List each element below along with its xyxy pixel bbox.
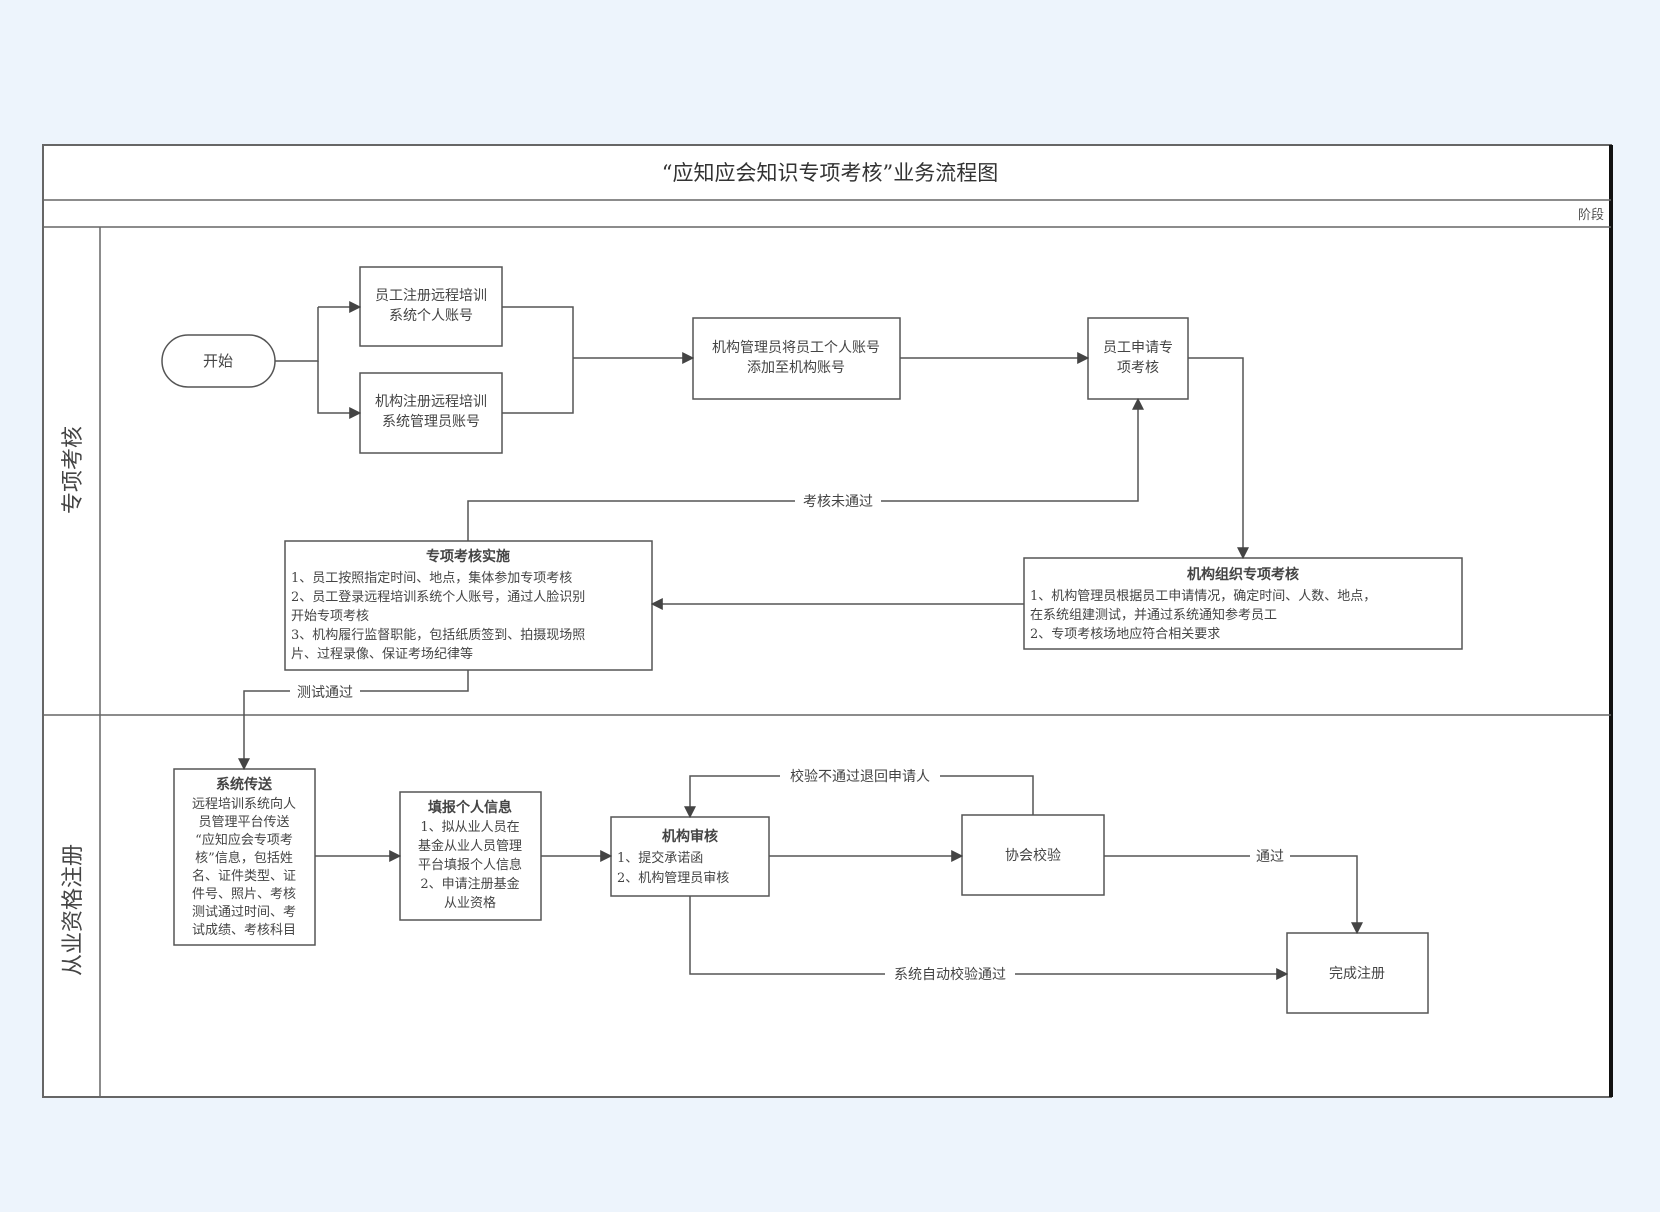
stage-header: 阶段 xyxy=(1578,208,1604,223)
svg-text:完成注册: 完成注册 xyxy=(1329,966,1385,982)
institution-register-node: 机构注册远程培训 系统管理员账号 xyxy=(359,372,503,454)
edge-check-complete xyxy=(1104,855,1363,935)
complete-node: 完成注册 xyxy=(1286,932,1429,1014)
svg-text:平台填报个人信息: 平台填报个人信息 xyxy=(418,857,522,873)
svg-text:系统个人账号: 系统个人账号 xyxy=(389,308,473,324)
start-node: 开始 xyxy=(161,334,276,388)
svg-text:件号、照片、考核: 件号、照片、考核 xyxy=(192,887,296,902)
svg-text:远程培训系统向人: 远程培训系统向人 xyxy=(192,796,296,812)
svg-text:1、拟从业人员在: 1、拟从业人员在 xyxy=(420,820,519,835)
diagram-title: “应知应会知识专项考核”业务流程图 xyxy=(662,161,998,185)
svg-text:在系统组建测试，并通过系统通知参考员工: 在系统组建测试，并通过系统通知参考员工 xyxy=(1030,607,1277,623)
svg-text:测试通过时间、考: 测试通过时间、考 xyxy=(192,905,296,920)
svg-text:试成绩、考核科目: 试成绩、考核科目 xyxy=(192,923,296,938)
svg-text:1、员工按照指定时间、地点，集体参加专项考核: 1、员工按照指定时间、地点，集体参加专项考核 xyxy=(291,570,572,586)
system-transfer-node: 系统传送 远程培训系统向人 员管理平台传送 “应知应会专项考 核”信息，包括姓 … xyxy=(173,768,316,946)
svg-text:2、员工登录远程培训系统个人账号，通过人脸识别: 2、员工登录远程培训系统个人账号，通过人脸识别 xyxy=(291,589,585,605)
lane-label-registration: 从业资格注册 xyxy=(61,844,86,976)
svg-text:从业资格: 从业资格 xyxy=(444,895,496,911)
svg-text:员工申请专: 员工申请专 xyxy=(1103,340,1173,356)
admin-add-node: 机构管理员将员工个人账号 添加至机构账号 xyxy=(692,317,901,400)
svg-text:员工注册远程培训: 员工注册远程培训 xyxy=(375,288,487,304)
svg-text:1、提交承诺函: 1、提交承诺函 xyxy=(617,850,703,866)
label-check-failed-return: 校验不通过退回申请人 xyxy=(790,768,930,785)
assoc-check-node: 协会校验 xyxy=(961,814,1105,896)
svg-text:员管理平台传送: 员管理平台传送 xyxy=(198,815,289,830)
svg-text:1、机构管理员根据员工申请情况，确定时间、人数、地点，: 1、机构管理员根据员工申请情况，确定时间、人数、地点， xyxy=(1030,589,1376,604)
svg-text:核”信息，包括姓: 核”信息，包括姓 xyxy=(195,850,293,866)
svg-text:机构注册远程培训: 机构注册远程培训 xyxy=(375,394,487,410)
exam-impl-title: 专项考核实施 xyxy=(426,548,510,565)
label-test-passed: 测试通过 xyxy=(297,685,353,701)
label-auto-check-passed: 系统自动校验通过 xyxy=(894,966,1006,983)
svg-text:系统管理员账号: 系统管理员账号 xyxy=(382,414,480,430)
svg-text:片、过程录像、保证考场纪律等: 片、过程录像、保证考场纪律等 xyxy=(291,646,473,662)
edge-auto-pass xyxy=(689,896,1289,980)
inst-review-node: 机构审核 1、提交承诺函 2、机构管理员审核 xyxy=(610,816,770,897)
fill-info-title: 填报个人信息 xyxy=(428,799,512,816)
svg-text:2、申请注册基金: 2、申请注册基金 xyxy=(420,876,519,892)
inst-review-title: 机构审核 xyxy=(662,828,718,845)
employee-apply-node: 员工申请专 项考核 xyxy=(1087,317,1189,400)
svg-text:机构管理员将员工个人账号: 机构管理员将员工个人账号 xyxy=(712,340,880,356)
exam-impl-node: 专项考核实施 1、员工按照指定时间、地点，集体参加专项考核 2、员工登录远程培训… xyxy=(284,540,653,671)
org-exam-node: 机构组织专项考核 1、机构管理员根据员工申请情况，确定时间、人数、地点， 在系统… xyxy=(1023,557,1463,650)
edge-apply-org xyxy=(1188,357,1249,560)
svg-text:添加至机构账号: 添加至机构账号 xyxy=(747,360,845,376)
edge-merge xyxy=(502,306,574,414)
label-passed: 通过 xyxy=(1256,849,1284,865)
svg-text:协会校验: 协会校验 xyxy=(1005,847,1061,864)
svg-text:2、专项考核场地应符合相关要求: 2、专项考核场地应符合相关要求 xyxy=(1030,626,1220,642)
svg-text:项考核: 项考核 xyxy=(1117,360,1159,376)
svg-text:2、机构管理员审核: 2、机构管理员审核 xyxy=(617,871,729,886)
system-transfer-title: 系统传送 xyxy=(216,776,273,793)
svg-text:基金从业人员管理: 基金从业人员管理 xyxy=(418,838,522,854)
employee-register-node: 员工注册远程培训 系统个人账号 xyxy=(359,266,503,347)
org-exam-title: 机构组织专项考核 xyxy=(1187,566,1299,583)
edge-split-institution xyxy=(317,361,362,419)
start-label: 开始 xyxy=(203,352,233,370)
fill-info-node: 填报个人信息 1、拟从业人员在 基金从业人员管理 平台填报个人信息 2、申请注册… xyxy=(399,791,542,921)
svg-text:3、机构履行监督职能，包括纸质签到、拍摄现场照: 3、机构履行监督职能，包括纸质签到、拍摄现场照 xyxy=(291,627,585,643)
svg-text:开始专项考核: 开始专项考核 xyxy=(291,609,369,624)
svg-text:名、证件类型、证: 名、证件类型、证 xyxy=(192,868,296,884)
lane-label-exam: 专项考核 xyxy=(61,426,86,514)
svg-text:“应知应会专项考: “应知应会专项考 xyxy=(195,832,293,848)
label-exam-failed: 考核未通过 xyxy=(803,494,873,510)
